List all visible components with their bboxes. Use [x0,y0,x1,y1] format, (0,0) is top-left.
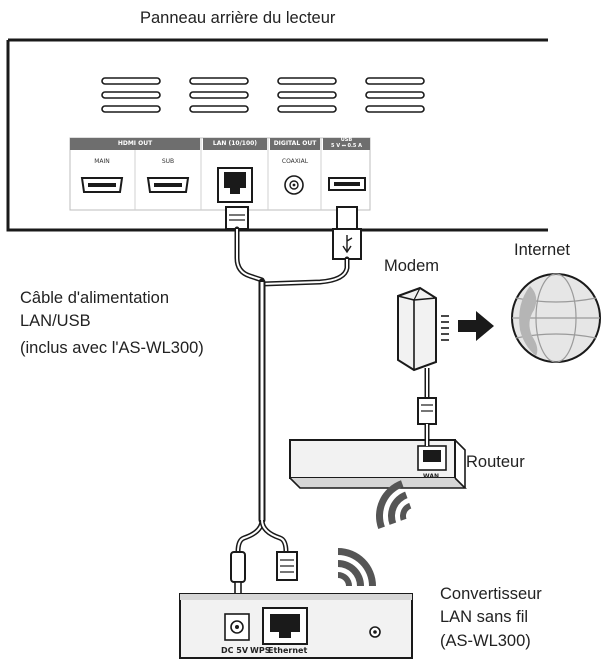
vent-slots [101,77,425,113]
lan-converter-device [179,593,413,659]
digital-out-label: DIGITAL OUT [273,140,317,147]
converter-ethernet-label: Ethernet [268,646,308,655]
internet-globe-icon [511,273,601,363]
router-device [289,439,467,489]
converter-dc-label: DC 5V [221,646,249,655]
page-title: Panneau arrière du lecteur [140,9,336,27]
coaxial-label: COAXIAL [281,158,309,165]
usb-port [328,177,366,191]
router-wifi-signal [376,480,412,529]
cable-label-line3: (inclus avec l'AS-WL300) [20,339,204,357]
converter-label-line1: Convertisseur [440,585,542,603]
lan-port [217,167,253,203]
cable-label-line2: LAN/USB [20,312,91,330]
lan-port-label: LAN (10/100) [212,140,258,147]
converter-wifi-signal [338,548,376,586]
modem-device [397,286,449,372]
internet-label: Internet [514,241,570,259]
modem-label: Modem [384,257,440,275]
usb-rating-label: 5 V ⎓ 0.5 A [330,143,363,149]
router-wan-label: WAN [423,473,440,480]
hdmi-sub-port [146,177,190,193]
converter-wps-label: WPS [250,646,271,655]
router-label: Routeur [466,453,525,471]
hdmi-main-label: MAIN [94,158,110,165]
cable-label-line1: Câble d'alimentation [20,289,169,307]
converter-label-line3: (AS-WL300) [440,632,531,650]
hdmi-main-port [80,177,124,193]
player-rear-panel [6,38,548,232]
usb-port-label: USB [340,137,353,143]
hdmi-out-label: HDMI OUT [117,140,153,147]
lan-usb-power-cable [225,206,362,595]
converter-label-line2: LAN sans fil [440,608,529,626]
hdmi-sub-label: SUB [161,158,175,165]
coaxial-port [284,175,304,195]
modem-router-cable [417,368,437,446]
internet-arrow [458,311,494,341]
